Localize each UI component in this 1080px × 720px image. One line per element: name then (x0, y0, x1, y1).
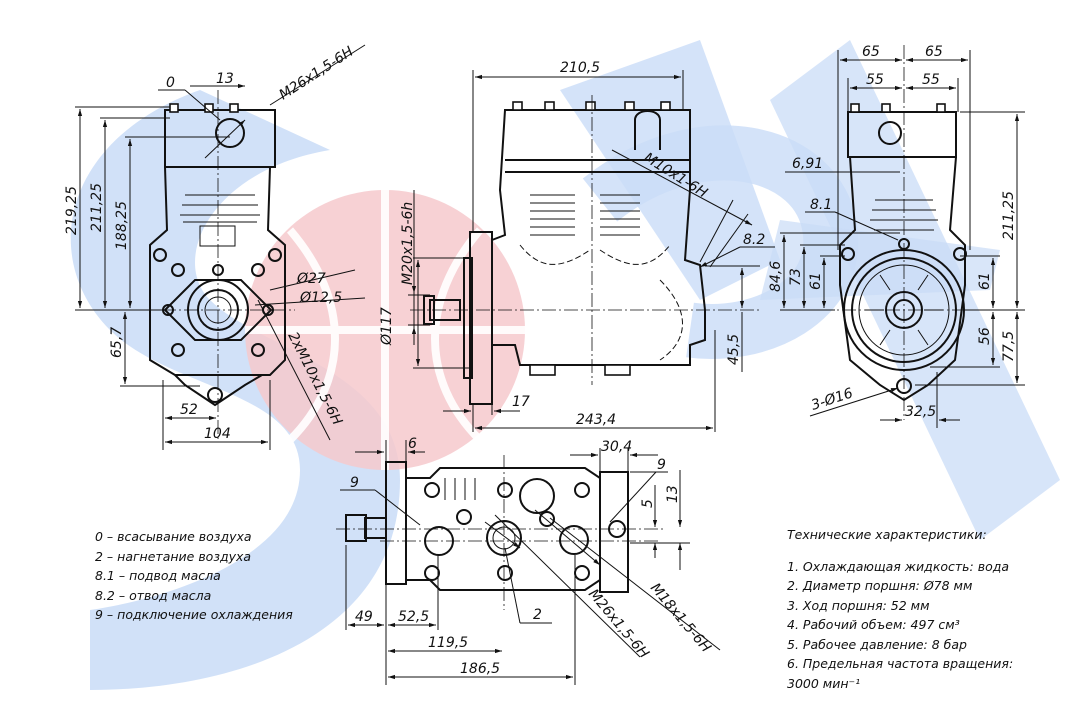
watermark (70, 40, 1060, 690)
dim-top-port9b: 9 (657, 457, 666, 473)
dim-front-65: 65,7 (109, 327, 125, 358)
specs-title: Технические характеристики: (787, 527, 987, 542)
dim-side-17: 17 (512, 394, 530, 410)
spec-item: 5. Рабочее давление: 8 бар (787, 636, 967, 652)
dim-top-1195: 119,5 (428, 635, 468, 651)
dim-rear-61l: 61 (808, 272, 824, 290)
dim-rear-61r: 61 (977, 272, 993, 290)
dim-rear-691: 6,91 (792, 156, 823, 172)
dim-front-211: 211,25 (89, 183, 105, 232)
watermark-blue-s (70, 90, 401, 690)
dim-front-dia27: Ø27 (296, 271, 326, 287)
spec-item: 4. Рабочий объем: 497 см³ (787, 617, 960, 632)
legend-item: 2 – нагнетание воздуха (95, 548, 252, 564)
dim-rear-56: 56 (977, 327, 993, 345)
rear-view: 65 65 55 55 6,91 8.1 84,6 73 61 211,25 6… (768, 44, 1025, 428)
dim-top-6: 6 (408, 436, 417, 452)
dim-top-port2: 2 (533, 607, 542, 623)
spec-item: 2. Диаметр поршня: Ø78 мм (787, 578, 973, 593)
spec-item: 3. Ход поршня: 52 мм (787, 597, 930, 613)
dim-front-thread-top: M26x1,5-6H (276, 43, 356, 103)
dim-top-525: 52,5 (398, 609, 429, 625)
dim-side-dia117: Ø117 (379, 307, 395, 346)
port-legend: 0 – всасывание воздуха 2 – нагнетание во… (95, 527, 293, 625)
dim-side-455: 45,5 (726, 334, 742, 365)
dim-rear-846: 84,6 (768, 261, 784, 292)
spec-item: 3000 мин⁻¹ (787, 675, 861, 691)
dim-rear-325: 32,5 (905, 404, 936, 420)
dim-side-243: 243,4 (576, 412, 616, 428)
dim-top-1865: 186,5 (460, 661, 500, 677)
dim-front-219: 219,25 (64, 186, 80, 235)
dim-rear-65a: 65 (862, 44, 880, 60)
dim-rear-775: 77,5 (1001, 331, 1017, 362)
dim-top-5: 5 (640, 499, 656, 508)
dim-front-dia12: Ø12,5 (299, 290, 342, 306)
spec-item: 6. Предельная частота вращения: (787, 656, 1014, 671)
dim-rear-port-81: 8.1 (810, 197, 832, 213)
dim-rear-holes: 3-Ø16 (809, 385, 855, 413)
dim-rear-73: 73 (788, 268, 804, 286)
dim-front-104: 104 (204, 426, 231, 442)
dim-front-port-0: 0 (166, 75, 175, 91)
legend-item: 9 – подключение охлаждения (95, 607, 293, 622)
dim-side-210: 210,5 (560, 60, 600, 76)
dim-top-thread-m18: M18x1,5-6H (647, 580, 714, 656)
dim-top-13: 13 (665, 485, 681, 503)
dim-top-304: 30,4 (601, 439, 632, 455)
dim-side-port-82: 8.2 (743, 232, 765, 248)
dim-front-52: 52 (180, 402, 198, 418)
technical-specs: Технические характеристики: 1. Охлаждающ… (787, 525, 1013, 693)
legend-item: 0 – всасывание воздуха (95, 529, 252, 544)
dim-front-188: 188,25 (114, 201, 130, 250)
spec-item: 1. Охлаждающая жидкость: вода (787, 558, 1010, 574)
dim-side-thread-shaft: M20x1,5-6h (400, 202, 416, 285)
dim-top-port9a: 9 (350, 475, 359, 491)
dim-front-13: 13 (216, 71, 234, 87)
dim-rear-55b: 55 (922, 72, 940, 88)
dim-rear-65b: 65 (925, 44, 943, 60)
dim-rear-55a: 55 (866, 72, 884, 88)
dim-top-thread-m26: M26x1,5-6H (585, 586, 652, 662)
dim-top-49: 49 (355, 609, 373, 625)
dim-rear-211: 211,25 (1001, 191, 1017, 240)
legend-item: 8.1 – подвод масла (95, 568, 221, 583)
legend-item: 8.2 – отвод масла (95, 587, 212, 603)
